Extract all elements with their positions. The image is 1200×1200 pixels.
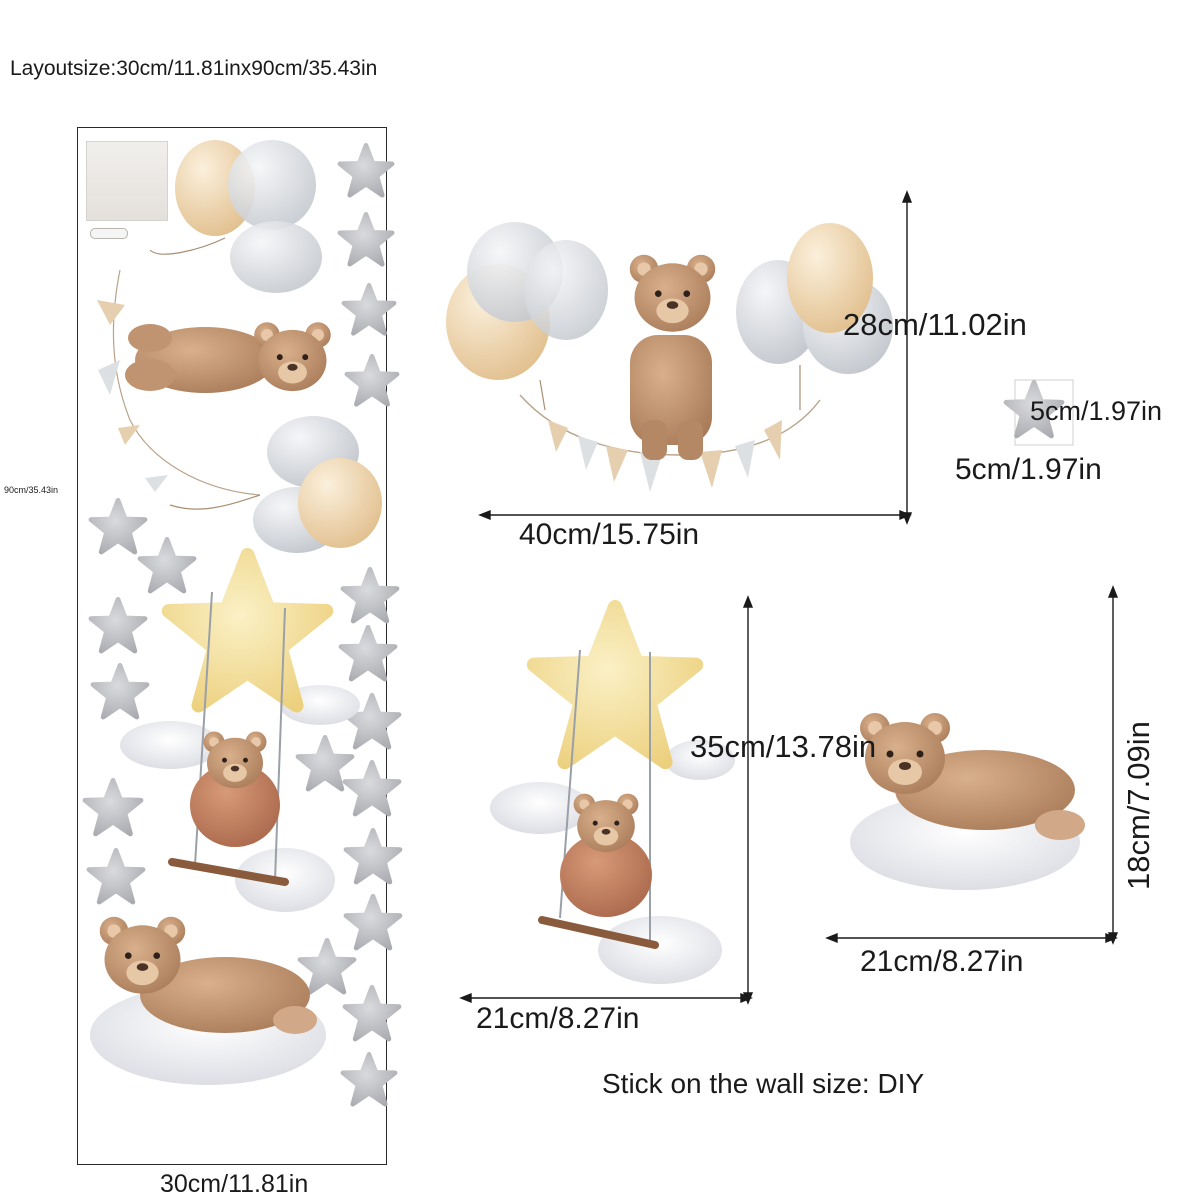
star-icon — [346, 896, 400, 948]
star-icon — [343, 1054, 395, 1104]
panel-width-label: 30cm/11.81in — [160, 1170, 309, 1198]
star-icon — [93, 665, 147, 717]
cloud-icon — [120, 721, 220, 769]
layout-size-label: Layoutsize:30cm/11.81inx90cm/35.43in — [10, 57, 378, 80]
balloon-icon — [230, 221, 322, 293]
star-width-label: 5cm/1.97in — [955, 453, 1102, 486]
balloon-bear-width-label: 40cm/15.75in — [519, 518, 700, 551]
sticker-swing-bear — [490, 607, 735, 984]
teddy-bear-icon — [630, 335, 712, 445]
star-icon — [344, 285, 394, 333]
sticker-balloon-bear — [446, 222, 893, 492]
product-code-badge — [90, 228, 128, 239]
panel-balloons-middle — [169, 416, 382, 553]
room-preview-thumbnail — [86, 141, 168, 221]
star-icon — [300, 940, 354, 992]
sticker-sleeping-bear — [850, 713, 1085, 890]
panel-hanging-bear — [125, 322, 331, 393]
star-icon — [169, 555, 327, 706]
star-icon — [140, 539, 194, 591]
star-icon — [91, 599, 145, 651]
star-icon — [347, 356, 397, 404]
panel-swing-bear — [120, 555, 360, 912]
star-icon — [91, 500, 145, 552]
bunting-icon — [97, 269, 261, 496]
balloon-icon — [228, 140, 316, 230]
dimension-lines — [459, 190, 1119, 1005]
cloud-icon — [598, 916, 722, 984]
panel-height-label: 90cm/35.43in — [4, 485, 59, 495]
star-icon — [345, 987, 399, 1039]
swing-bear-height-label: 35cm/13.78in — [690, 729, 877, 764]
balloon-icon — [524, 240, 608, 340]
star-icon — [340, 214, 392, 264]
teddy-bear-icon — [140, 957, 310, 1033]
star-icon — [345, 762, 399, 814]
sticker-single-star — [1006, 379, 1074, 446]
cloud-icon — [665, 740, 735, 780]
star-icon — [534, 607, 696, 762]
sleeping-bear-height-label: 18cm/7.09in — [1121, 721, 1156, 890]
balloon-icon — [298, 458, 382, 548]
star-icon — [346, 830, 400, 882]
panel-sleeping-bear — [90, 916, 326, 1085]
balloon-bear-height-label: 28cm/11.02in — [843, 307, 1027, 342]
swing-bear-width-label: 21cm/8.27in — [476, 1002, 640, 1035]
star-icon — [341, 627, 395, 679]
star-icon — [85, 780, 141, 833]
stick-on-wall-size-label: Stick on the wall size: DIY — [602, 1068, 925, 1099]
star-height-label: 5cm/1.97in — [1030, 396, 1163, 426]
sleeping-bear-width-label: 21cm/8.27in — [860, 945, 1024, 978]
star-icon — [340, 145, 392, 195]
balloon-icon — [787, 223, 873, 333]
cloud-icon — [490, 782, 590, 834]
star-icon — [343, 569, 397, 621]
panel-balloons-top — [149, 140, 322, 293]
star-icon — [89, 850, 143, 902]
